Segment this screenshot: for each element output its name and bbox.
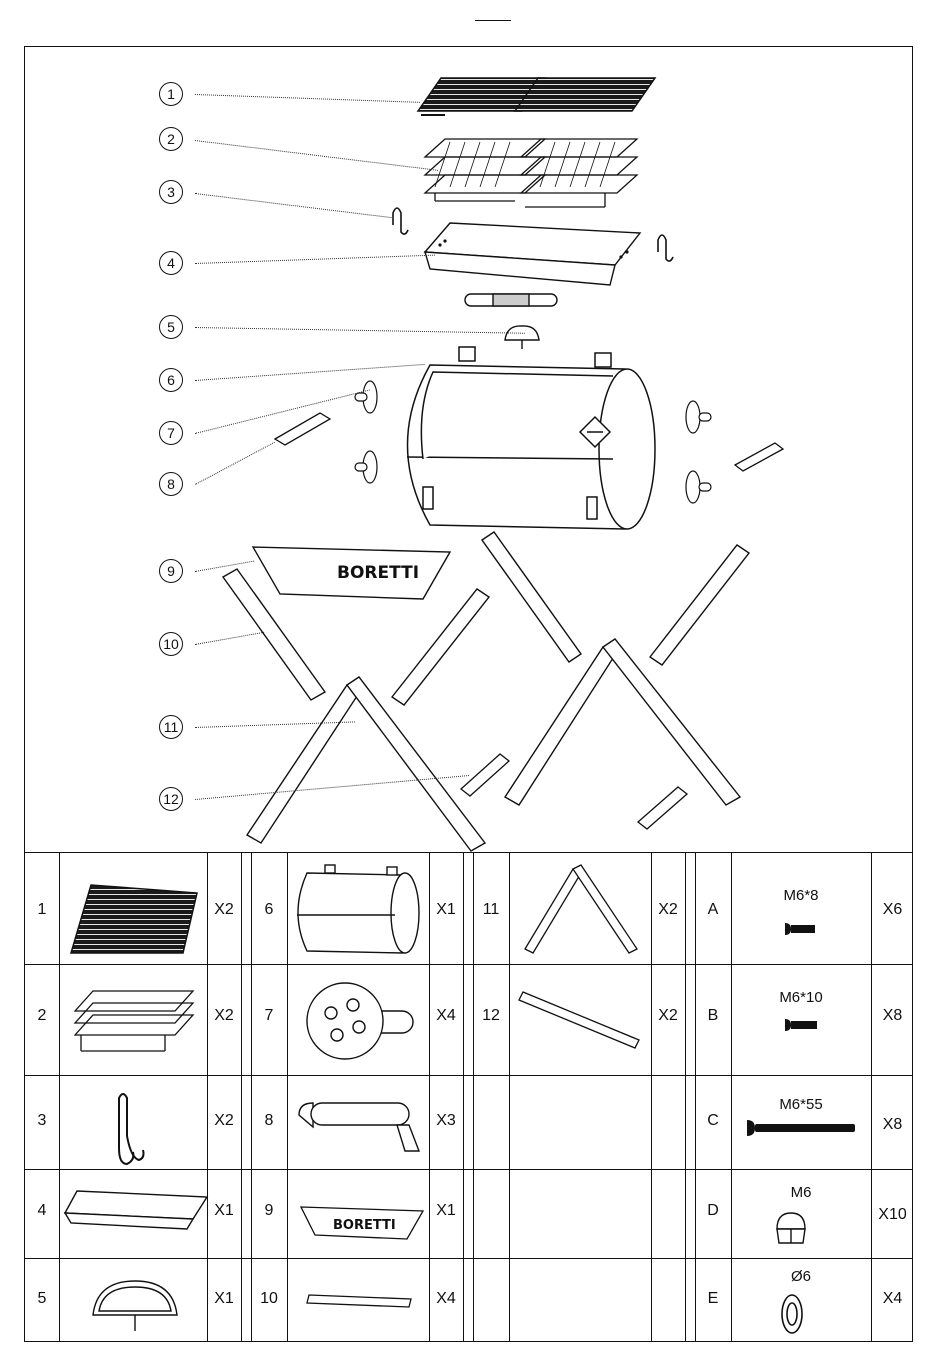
long-bolt-icon [743,1117,859,1139]
part-number: 5 [25,1290,59,1308]
callout-5: 5 [159,315,183,339]
part-quantity: X1 [207,1202,241,1220]
hardware-letter: D [695,1202,731,1220]
col-divider [287,853,288,1341]
connector-bar-icon [515,988,645,1058]
col-divider [509,853,510,1341]
part-number: 4 [25,1202,59,1220]
name-plate-brand-text: BORETTI [337,563,419,583]
part-quantity: X1 [429,901,463,919]
bolt-icon [781,919,821,939]
exploded-view-diagram: BORETTI 1 2 3 4 5 6 7 8 9 10 11 12 [24,46,913,852]
part-number: 10 [251,1290,287,1308]
hardware-quantity: X4 [871,1290,914,1308]
col-divider [651,853,652,1341]
hardware-quantity: X6 [871,901,914,919]
row-divider [25,1075,912,1076]
name-plate-icon: BORETTI [297,1203,427,1243]
hardware-quantity: X8 [871,1007,914,1025]
part-quantity: X3 [429,1112,463,1130]
bolt-icon [781,1015,821,1035]
part-9-name-plate-drawing: BORETTI [253,547,450,599]
barrel-body-icon [291,863,427,959]
part-quantity: X4 [429,1290,463,1308]
callout-3: 3 [159,180,183,204]
part-2-charcoal-basket-drawing [425,139,637,207]
cap-nut-icon [771,1209,811,1249]
col-divider [731,853,732,1341]
bar-icon [305,1291,415,1311]
callout-7: 7 [159,421,183,445]
thermometer-icon [87,1273,183,1337]
part-number: 8 [251,1112,287,1130]
cooking-grid-icon [65,877,201,957]
callout-8: 8 [159,472,183,496]
col-divider [473,853,474,1341]
col-divider [59,853,60,1341]
ash-tray-icon [63,1187,209,1231]
part-number: 7 [251,1007,287,1025]
callout-12: 12 [159,787,183,811]
hardware-quantity: X10 [871,1206,914,1224]
part-6-barrel-body-drawing [407,347,655,529]
hardware-size-label: M6 [746,1184,856,1201]
col-divider [429,853,430,1341]
charcoal-basket-icon [65,983,201,1057]
hardware-quantity: X8 [871,1116,914,1134]
callout-11: 11 [159,715,183,739]
part-quantity: X1 [207,1290,241,1308]
part-number: 6 [251,901,287,919]
hardware-letter: A [695,901,731,919]
row-divider [25,1258,912,1259]
callout-4: 4 [159,251,183,275]
hook-icon [105,1088,165,1170]
hardware-letter: E [695,1290,731,1308]
air-vent-icon [301,975,421,1067]
handle-icon [293,1095,427,1165]
part-number: 3 [25,1112,59,1130]
callout-10: 10 [159,632,183,656]
exploded-view-drawing: BORETTI [25,47,914,853]
col-divider [463,853,464,1341]
col-divider [251,853,252,1341]
callout-2: 2 [159,127,183,151]
part-4-ash-tray-drawing [425,223,640,285]
callout-1: 1 [159,82,183,106]
parts-list-table: 1 2 3 4 5 X2 X2 X2 X1 X1 6 7 8 9 10 X1 X… [24,852,913,1342]
part-12-connector-drawing [461,754,687,829]
x-leg-icon [519,861,643,959]
part-quantity: X2 [207,1112,241,1130]
part-number: 12 [473,1007,509,1025]
hardware-size-label: M6*10 [746,989,856,1006]
hardware-letter: B [695,1007,731,1025]
callout-6: 6 [159,368,183,392]
row-divider [25,964,912,965]
spring-washer-icon [777,1291,807,1337]
part-quantity: X2 [651,1007,685,1025]
col-divider [241,853,242,1341]
callout-9: 9 [159,559,183,583]
part-number: 11 [473,901,509,919]
col-divider [685,853,686,1341]
part-quantity: X1 [429,1202,463,1220]
part-number: 2 [25,1007,59,1025]
hardware-size-label: M6*55 [746,1096,856,1113]
part-5-thermometer-drawing [465,294,557,349]
part-1-cooking-grid-drawing [418,78,655,115]
part-quantity: X2 [207,901,241,919]
col-divider [871,853,872,1341]
page-header-rule [475,20,511,21]
hardware-letter: C [695,1112,731,1130]
name-plate-icon-text: BORETTI [333,1218,396,1233]
col-divider [207,853,208,1341]
part-number: 1 [25,901,59,919]
hardware-size-label: Ø6 [746,1268,856,1285]
hardware-size-label: M6*8 [746,887,856,904]
part-number: 9 [251,1202,287,1220]
col-divider [695,853,696,1341]
part-quantity: X2 [207,1007,241,1025]
part-quantity: X4 [429,1007,463,1025]
part-quantity: X2 [651,901,685,919]
